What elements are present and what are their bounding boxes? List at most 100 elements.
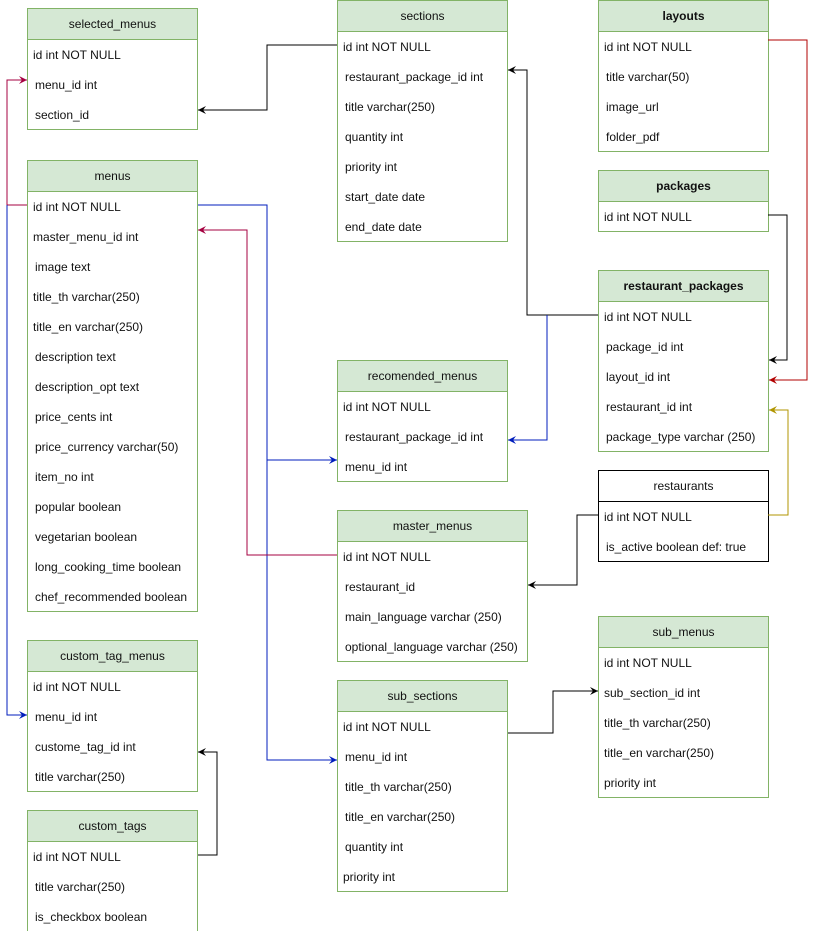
table-field[interactable]: image text (35, 260, 91, 274)
table-field[interactable]: is_active boolean def: true (606, 540, 747, 554)
table-field[interactable]: quantity int (345, 840, 404, 854)
table-field[interactable]: start_date date (345, 190, 426, 204)
table-field[interactable]: main_language varchar (250) (345, 610, 502, 624)
table-restaurants[interactable]: restaurants id int NOT NULL is_active bool… (598, 470, 769, 562)
table-field[interactable]: priority int (343, 870, 396, 884)
table-header: sub_menus (599, 617, 768, 648)
table-field[interactable]: id int NOT NULL (604, 510, 692, 524)
table-field[interactable]: title_th varchar(250) (33, 290, 140, 304)
table-field[interactable]: id int NOT NULL (604, 40, 692, 54)
table-field[interactable]: id int NOT NULL (343, 550, 431, 564)
table-field[interactable]: is_checkbox boolean (35, 910, 148, 924)
table-header: custom_tag_menus (28, 641, 197, 672)
table-field[interactable]: menu_id int (345, 460, 408, 474)
table-field[interactable]: folder_pdf (606, 130, 660, 144)
table-field[interactable]: priority int (604, 776, 657, 790)
relationship-line (508, 69, 598, 316)
table-field[interactable]: id int NOT NULL (33, 48, 121, 62)
table-field[interactable]: id int NOT NULL (343, 720, 431, 734)
table-field[interactable]: menu_id int (35, 710, 98, 724)
arrowhead-icon (198, 226, 206, 234)
table-packages[interactable]: packages id int NOT NULL (598, 170, 769, 232)
table-header: custom_tags (28, 811, 197, 842)
table-field[interactable]: popular boolean (35, 500, 122, 514)
table-field[interactable]: item_no int (35, 470, 94, 484)
table-field[interactable]: id int NOT NULL (343, 40, 431, 54)
table-field[interactable]: title_th varchar(250) (345, 780, 452, 794)
table-field[interactable]: id int NOT NULL (604, 656, 692, 670)
table-header: sub_sections (338, 681, 507, 712)
table-field[interactable]: sub_section_id int (604, 686, 701, 700)
table-field[interactable]: title_en varchar(250) (345, 810, 456, 824)
table-field[interactable]: id int NOT NULL (604, 310, 692, 324)
table-field[interactable]: end_date date (345, 220, 422, 234)
relationship-line (768, 39, 808, 381)
table-field[interactable]: title varchar(250) (345, 100, 436, 114)
arrowhead-icon (198, 748, 206, 756)
table-field[interactable]: restaurant_id (345, 580, 416, 594)
table-field[interactable]: title varchar(250) (35, 770, 126, 784)
table-field[interactable]: title_en varchar(250) (33, 320, 144, 334)
table-field[interactable]: custome_tag_id int (35, 740, 136, 754)
table-field[interactable]: title_th varchar(250) (604, 716, 711, 730)
table-field[interactable]: restaurant_package_id int (345, 70, 484, 84)
table-field[interactable]: price_cents int (35, 410, 113, 424)
table-field[interactable]: description text (35, 350, 116, 364)
table-field[interactable]: title varchar(250) (35, 880, 126, 894)
table-field[interactable]: image_url (606, 100, 659, 114)
table-field[interactable]: restaurant_id int (606, 400, 693, 414)
table-header: master_menus (338, 511, 527, 542)
table-field[interactable]: id int NOT NULL (343, 400, 431, 414)
table-field[interactable]: vegetarian boolean (35, 530, 138, 544)
relationship-line (198, 44, 337, 111)
table-field[interactable]: id int NOT NULL (33, 200, 121, 214)
arrowhead-icon (508, 66, 516, 74)
arrowhead-icon (329, 456, 337, 464)
table-field[interactable]: package_type varchar (250) (606, 430, 756, 444)
arrowhead-icon (198, 106, 206, 114)
arrowhead-icon (528, 581, 536, 589)
table-field[interactable]: priority int (345, 160, 398, 174)
table-field[interactable]: package_id int (606, 340, 684, 354)
table-field[interactable]: optional_language varchar (250) (345, 640, 518, 654)
table-field[interactable]: id int NOT NULL (33, 850, 121, 864)
table-header: selected_menus (28, 9, 197, 40)
relationship-line (6, 79, 27, 206)
table-header: restaurant_packages (599, 271, 768, 302)
table-field[interactable]: chef_recommended boolean (35, 590, 188, 604)
relationship-line (198, 204, 337, 461)
table-header: packages (599, 171, 768, 202)
table-field[interactable]: menu_id int (35, 78, 98, 92)
table-field[interactable]: long_cooking_time boolean (35, 560, 182, 574)
relationship-line (528, 514, 598, 586)
table-field[interactable]: title_en varchar(250) (604, 746, 715, 760)
table-field[interactable]: quantity int (345, 130, 404, 144)
table-field[interactable]: master_menu_id int (33, 230, 139, 244)
relationship-line (768, 409, 789, 516)
relationship-line (6, 205, 27, 716)
arrowhead-icon (769, 376, 777, 384)
table-field[interactable]: section_id (35, 108, 90, 122)
table-field[interactable]: menu_id int (345, 750, 408, 764)
table-header: restaurants (599, 471, 768, 502)
arrowhead-icon (19, 711, 27, 719)
table-field[interactable]: id int NOT NULL (604, 210, 692, 224)
table-field[interactable]: description_opt text (35, 380, 140, 394)
table-field[interactable]: price_currency varchar(50) (35, 440, 179, 454)
table-field[interactable]: id int NOT NULL (33, 680, 121, 694)
table-field[interactable]: restaurant_package_id int (345, 430, 484, 444)
table-field[interactable]: title varchar(50) (606, 70, 690, 84)
table-field[interactable]: layout_id int (606, 370, 671, 384)
